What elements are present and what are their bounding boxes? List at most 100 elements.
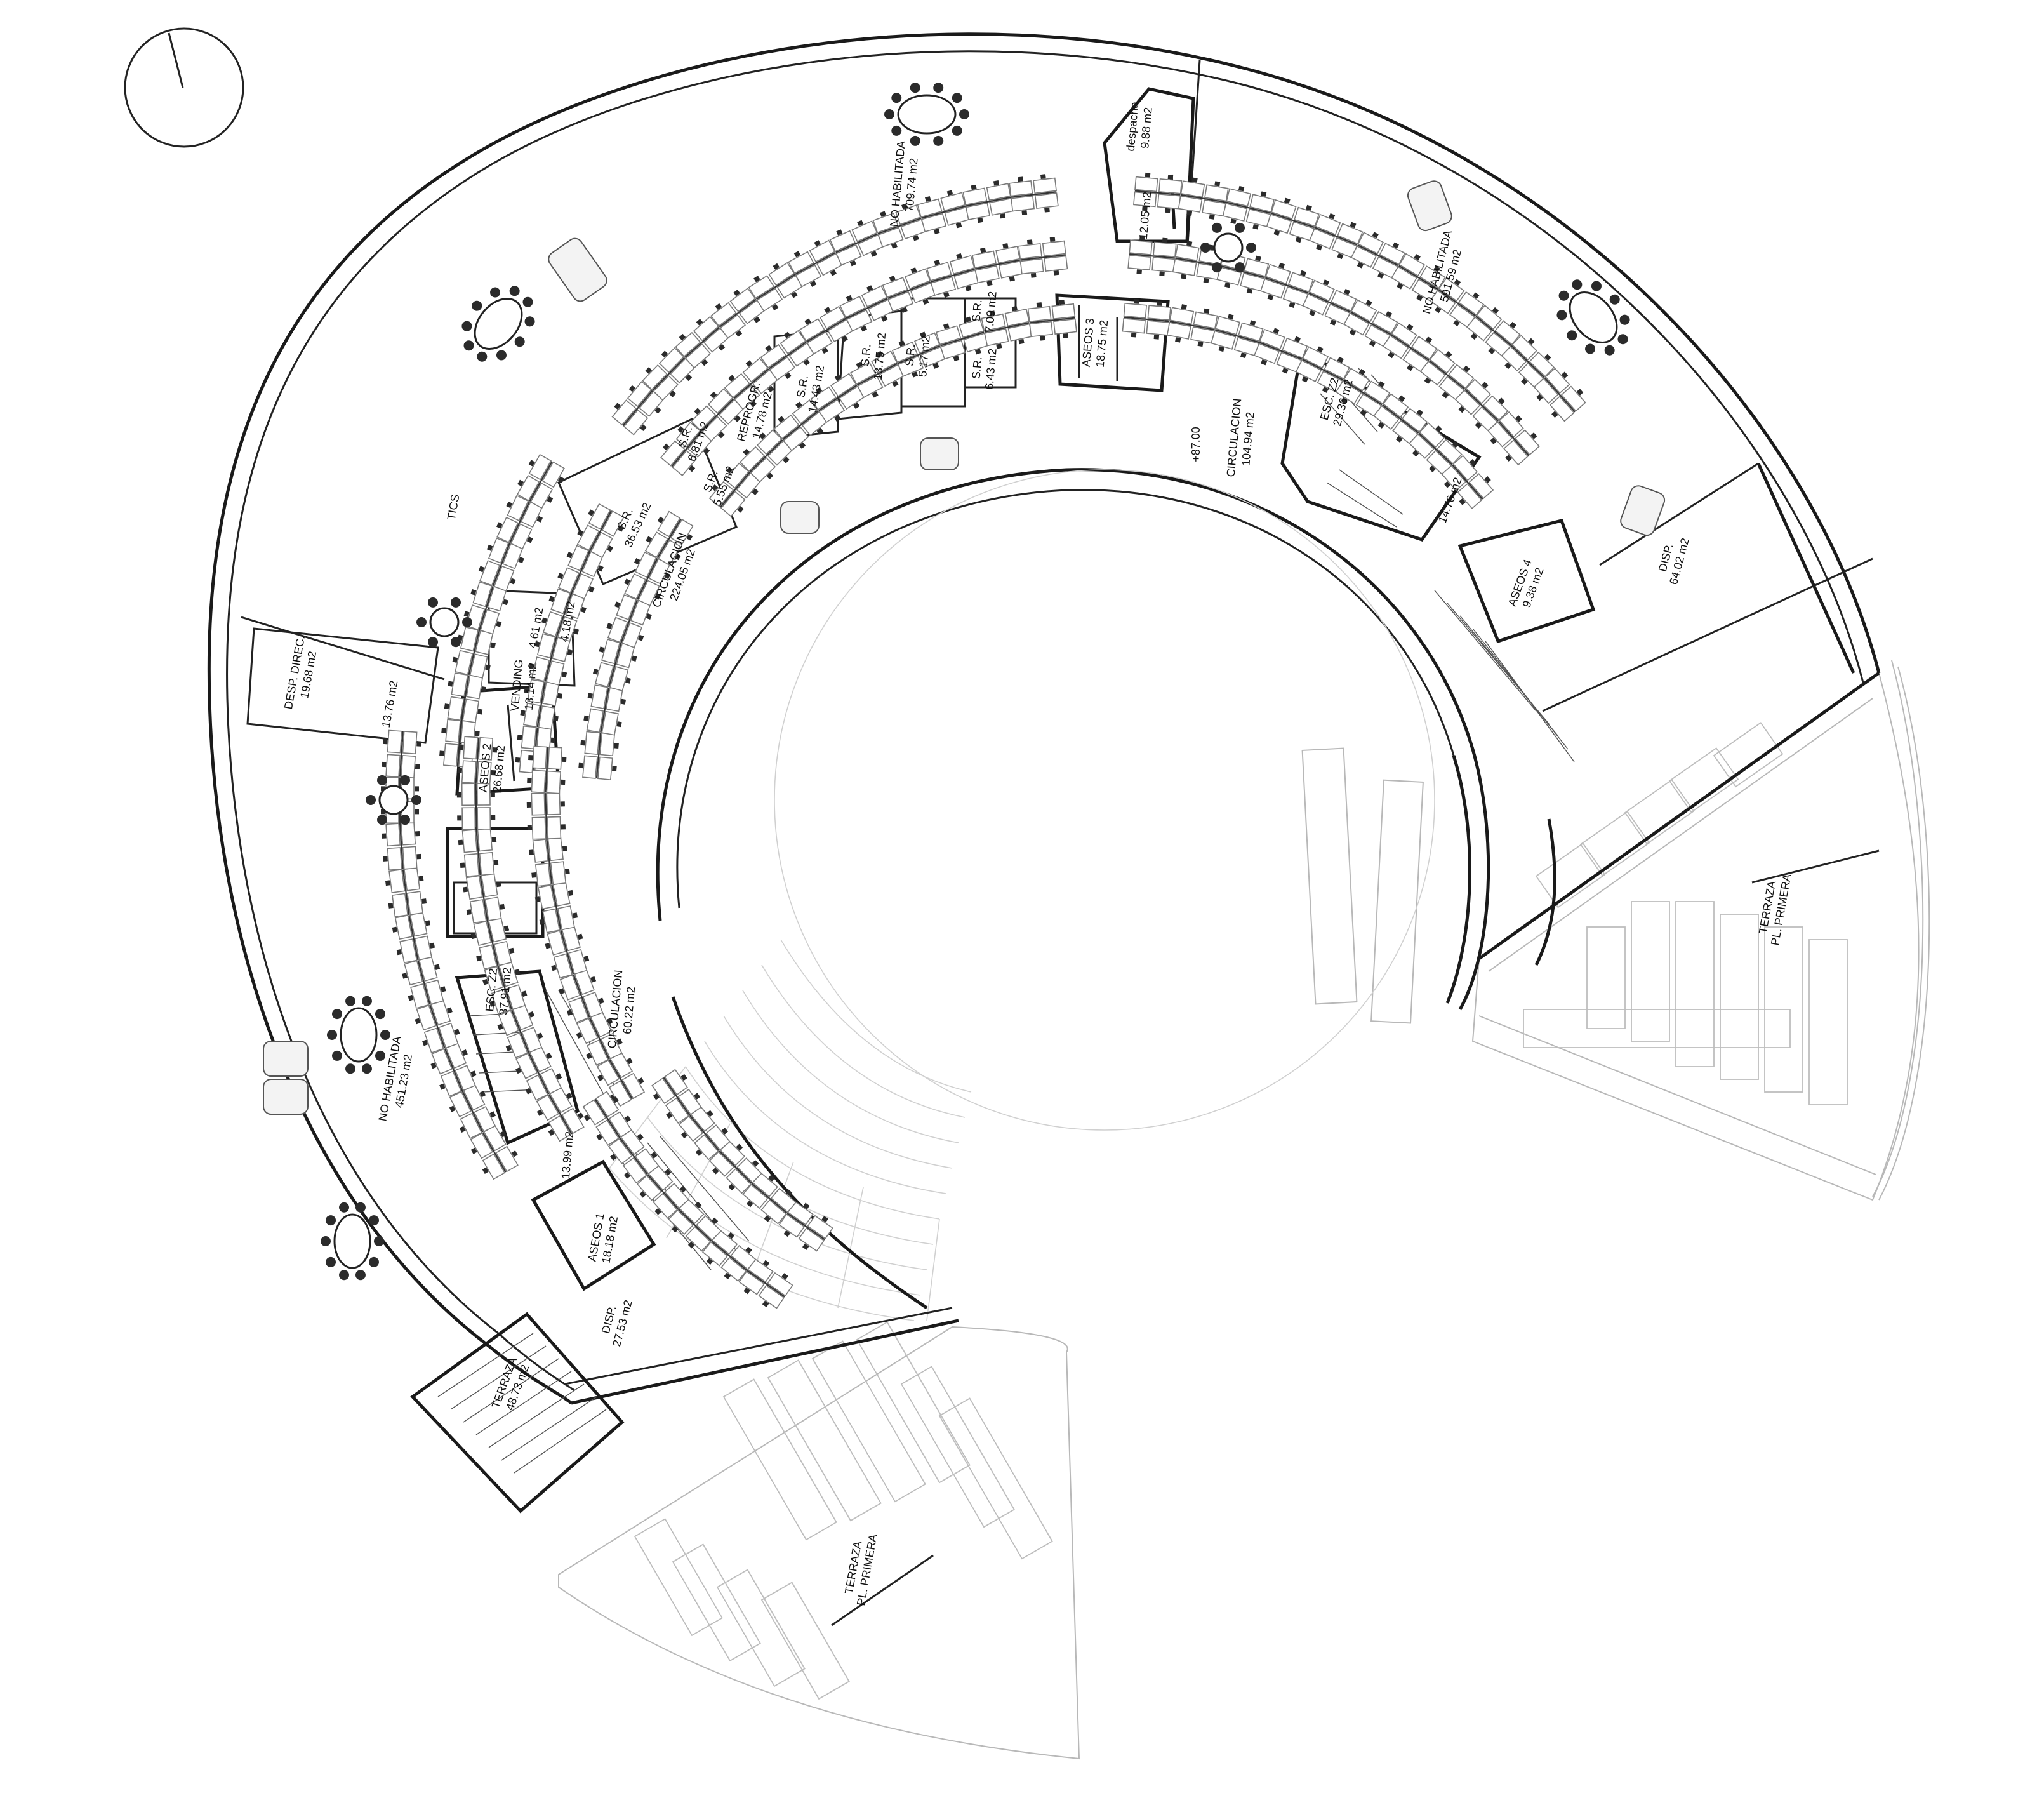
- workstation-cluster: [606, 594, 652, 648]
- workstation-cluster: [799, 305, 854, 355]
- room-name: S.R.: [859, 343, 873, 367]
- workstation-cluster: [557, 545, 604, 600]
- workstation-cluster: [839, 285, 894, 332]
- workstation-cluster: [738, 1258, 793, 1309]
- room-label-sr-643: S.R.6.43 m2: [970, 348, 999, 390]
- meeting-chairs: [416, 597, 472, 648]
- workstation-cluster: [1302, 279, 1357, 326]
- room-name: TICS: [445, 493, 462, 521]
- workstation-cluster: [1211, 314, 1264, 359]
- workstation-cluster: [1266, 197, 1320, 243]
- workstation-cluster: [478, 537, 524, 592]
- workstation-cluster: [1259, 262, 1314, 309]
- workstation-cluster: [891, 331, 946, 378]
- workstation-cluster: [578, 731, 619, 780]
- room-name: S.R.: [970, 356, 985, 380]
- workstations: [321, 83, 1630, 1309]
- room-area: 60.22 m2: [621, 986, 637, 1035]
- workstation-cluster: [576, 503, 625, 559]
- room-name: +87.00: [1190, 427, 1202, 462]
- workstation-cluster: [1018, 237, 1068, 278]
- workstation-cluster: [515, 1046, 562, 1101]
- workstation-cluster: [463, 872, 505, 924]
- meeting-chairs: [366, 775, 421, 825]
- workstation-cluster: [678, 1105, 731, 1161]
- workstation-cluster: [1027, 300, 1077, 341]
- room-label-room-1376: 13.76 m2: [380, 679, 401, 728]
- workstation-cluster: [624, 551, 671, 606]
- room-area: 13.14 m2: [522, 662, 539, 711]
- workstation-cluster: [675, 316, 729, 369]
- workstation-cluster: [596, 1051, 646, 1107]
- workstation-cluster: [463, 581, 508, 635]
- workstation-cluster: [1408, 422, 1463, 476]
- workstation-cluster: [470, 1124, 519, 1180]
- terrace-east: [1471, 672, 1920, 1201]
- workstation-cluster: [691, 388, 745, 442]
- room-label-aseos-2: ASEOS 226.68 m2: [477, 743, 507, 793]
- workstation-cluster: [534, 881, 578, 933]
- room-label-sr-709: S.R.7.09 m2: [970, 291, 999, 333]
- workstation-cluster: [517, 453, 565, 509]
- workstation-cluster: [1127, 236, 1177, 277]
- workstation-cluster: [415, 999, 460, 1054]
- workstation-cluster: [541, 588, 587, 643]
- workstation-cluster: [536, 1086, 585, 1142]
- workstation-cluster: [1454, 378, 1509, 432]
- workstation-cluster: [545, 926, 590, 979]
- workstation-cluster: [773, 399, 828, 451]
- workstation-cluster: [708, 462, 761, 517]
- workstation-cluster: [778, 1201, 833, 1252]
- workstation-cluster: [981, 305, 1033, 349]
- workstation-cluster: [529, 837, 570, 887]
- workstation-cluster: [1487, 411, 1540, 466]
- room-name: CIRCULACION: [606, 969, 625, 1049]
- partition-walls: [241, 60, 1880, 1405]
- core-aseos-4: [1434, 519, 1596, 762]
- workstation-cluster: [611, 381, 664, 436]
- workstation-cluster: [1009, 174, 1059, 215]
- amphitheater-steps: [609, 939, 972, 1321]
- workstation-cluster: [1466, 304, 1521, 357]
- meeting-tables: [333, 94, 1618, 1269]
- room-name: S.R.: [903, 343, 918, 367]
- workstation-cluster: [527, 745, 567, 794]
- meeting-chairs: [327, 996, 390, 1074]
- workstation-cluster: [962, 180, 1014, 223]
- workstation-cluster: [559, 969, 604, 1023]
- workstation-cluster: [642, 347, 696, 401]
- workstation-cluster: [582, 1091, 632, 1146]
- workstation-cluster: [710, 287, 766, 339]
- workstation-cluster: [636, 1164, 689, 1219]
- meeting-chairs: [1200, 222, 1256, 273]
- workstation-cluster: [1335, 368, 1391, 418]
- workstation-cluster: [917, 190, 970, 234]
- outer-shell: [207, 32, 1930, 1404]
- workstation-cluster: [576, 1011, 623, 1066]
- workstation-cluster: [1350, 232, 1405, 279]
- workstation-cluster: [1533, 368, 1586, 422]
- workstation-cluster: [1253, 328, 1308, 374]
- workstation-cluster: [1222, 185, 1275, 230]
- north-arrow: [124, 27, 244, 148]
- room-area: 9.88 m2: [1138, 107, 1155, 149]
- room-label-aseos-4: ASEOS 49.38 m2: [1506, 557, 1546, 609]
- workstation-cluster: [1441, 455, 1494, 509]
- room-label-sr-517: S.R.5.17 m2: [903, 335, 932, 378]
- workstation-cluster: [788, 239, 843, 288]
- room-name: S.R.: [970, 299, 985, 323]
- workstation-cluster: [971, 243, 1024, 286]
- workstation-cluster: [607, 1128, 660, 1184]
- workstation-cluster: [935, 316, 989, 361]
- workstation-cluster: [1178, 177, 1229, 220]
- workstation-cluster: [526, 792, 566, 840]
- workstation-cluster: [457, 736, 498, 785]
- workstation-cluster: [849, 350, 905, 399]
- room-area: 5.17 m2: [916, 335, 932, 378]
